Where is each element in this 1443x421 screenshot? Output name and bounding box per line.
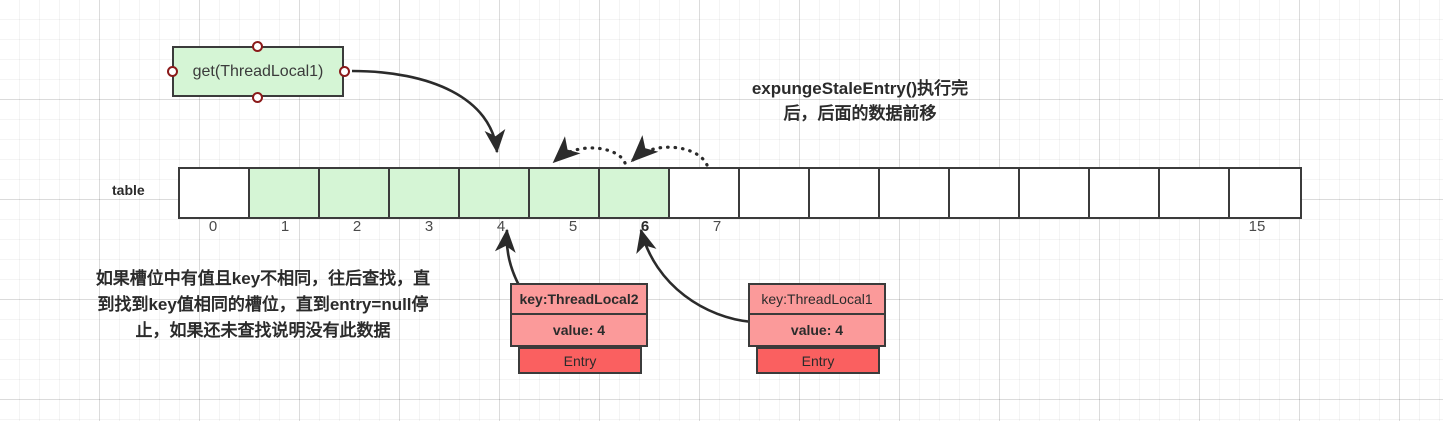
table-cell-6[interactable] [600,169,670,217]
heading-line-2: 后，后面的数据前移 [783,104,937,123]
table-cell-7[interactable] [670,169,740,217]
get-box-connector-right[interactable] [338,66,350,77]
table-cell-15[interactable] [1230,169,1300,217]
entry-box-threadlocal1[interactable]: key:ThreadLocal1 value: 4 Entry [748,283,886,374]
arrow-entry1-to-slot6 [636,228,753,324]
note-line-3: 止，如果还未查找说明没有此数据 [135,321,391,340]
table-index-0: 0 [208,218,218,235]
note-line-2: 到找到key值相同的槽位，直到entry=null停 [97,295,429,314]
table-cell-3[interactable] [390,169,460,217]
table-cell-2[interactable] [320,169,390,217]
get-box-label: get(ThreadLocal1) [192,62,324,80]
entry-footer-cell: Entry [518,347,642,374]
arrow-shift-slot6-to-slot5 [552,136,627,165]
get-box-connector-bottom[interactable] [252,91,263,103]
arrow-get-to-slot4 [351,69,506,154]
table-cell-12[interactable] [1020,169,1090,217]
table-index-4: 4 [496,218,506,235]
entry-box-threadlocal2[interactable]: key:ThreadLocal2 value: 4 Entry [510,283,648,374]
table-cell-10[interactable] [880,169,950,217]
table-index-3: 3 [424,218,434,235]
table-cell-1[interactable] [250,169,320,217]
get-box-connector-left[interactable] [166,66,178,77]
get-box-connector-top[interactable] [252,40,263,52]
arrow-shift-slot7-to-slot6 [630,135,709,167]
table-cell-14[interactable] [1160,169,1230,217]
table-cell-5[interactable] [530,169,600,217]
table-label: table [112,182,145,198]
table-index-1: 1 [280,218,290,235]
table-cell-11[interactable] [950,169,1020,217]
entry-footer-cell: Entry [756,347,880,374]
table-cell-0[interactable] [180,169,250,217]
table-row [178,167,1302,219]
note-line-1: 如果槽位中有值且key不相同，往后查找，直 [95,269,431,288]
table-cell-4[interactable] [460,169,530,217]
table-cell-8[interactable] [740,169,810,217]
search-rule-note: 如果槽位中有值且key不相同，往后查找，直 到找到key值相同的槽位，直到ent… [48,266,478,344]
get-threadlocal-box[interactable]: get(ThreadLocal1) [172,46,344,97]
table-cell-9[interactable] [810,169,880,217]
table-index-2: 2 [352,218,362,235]
table-index-15: 15 [1248,218,1266,235]
entry-key-cell: key:ThreadLocal1 [748,283,886,315]
entry-value-cell: value: 4 [748,315,886,347]
entry-value-cell: value: 4 [510,315,648,347]
table-index-5: 5 [568,218,578,235]
entry-key-cell: key:ThreadLocal2 [510,283,648,315]
table-index-7: 7 [712,218,722,235]
table-cell-13[interactable] [1090,169,1160,217]
heading-line-1: expungeStaleEntry()执行完 [751,79,969,98]
table-index-6: 6 [640,218,650,235]
diagram-heading: expungeStaleEntry()执行完 后，后面的数据前移 [690,76,1030,126]
